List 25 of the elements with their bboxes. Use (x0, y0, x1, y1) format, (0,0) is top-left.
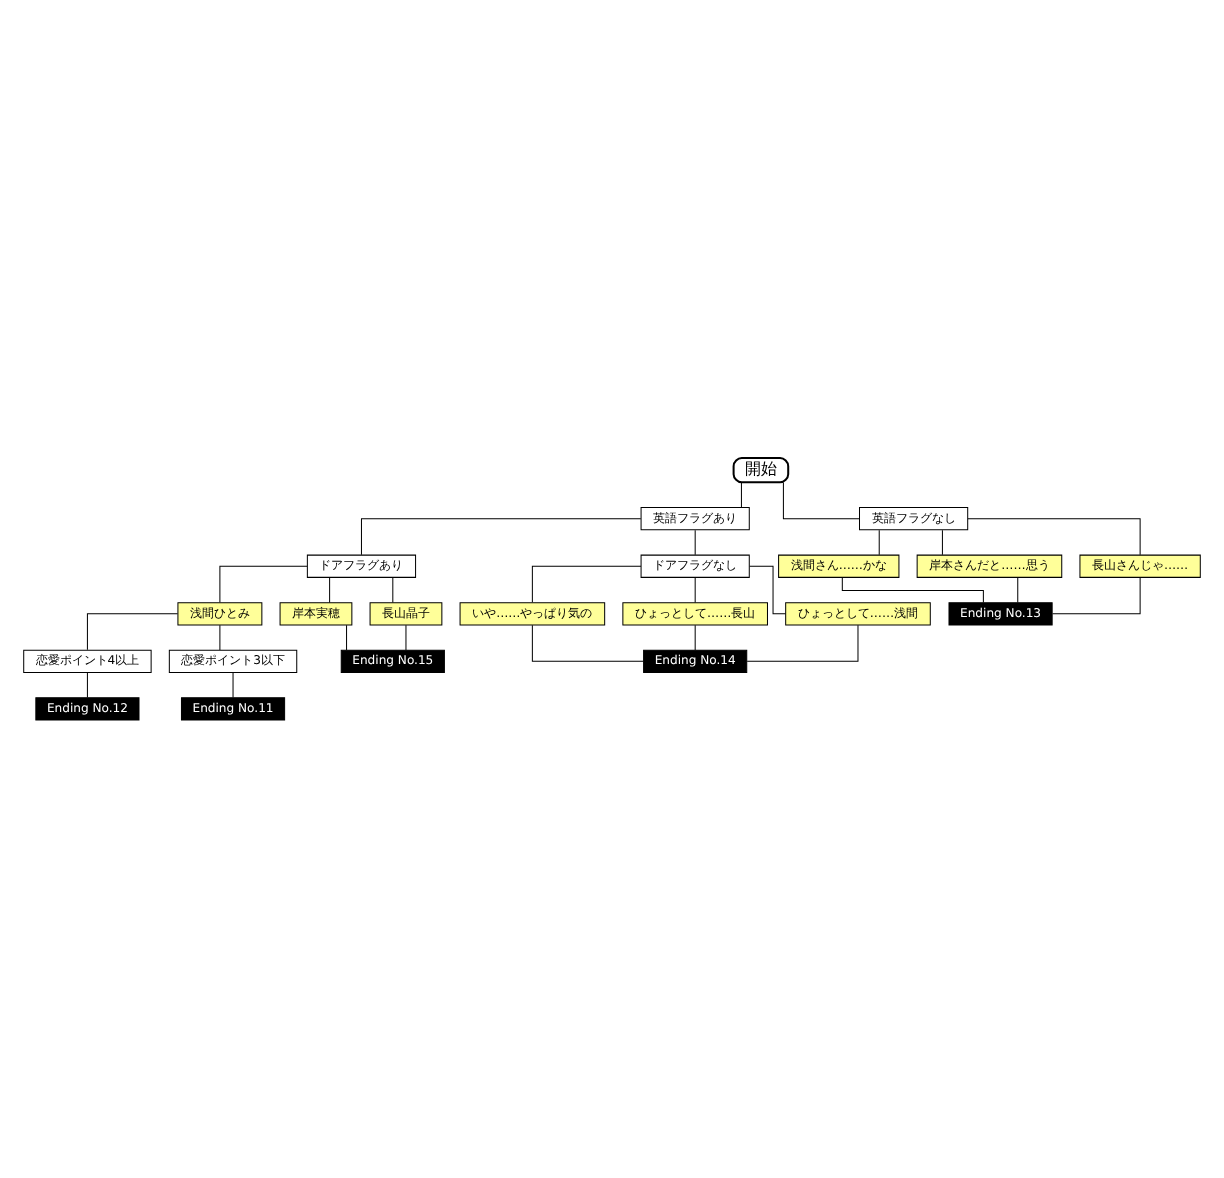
connector (746, 624, 859, 662)
connector (531, 565, 642, 603)
connector (531, 624, 644, 662)
connector (1052, 577, 1141, 615)
connector (219, 624, 221, 651)
connector (86, 672, 88, 698)
connector (232, 672, 234, 698)
connector (782, 481, 860, 520)
connector (86, 613, 179, 651)
connector (392, 577, 394, 603)
connector (694, 624, 696, 651)
node-box: 開始 (732, 457, 790, 484)
connector (219, 565, 308, 603)
connector (405, 624, 407, 651)
connector (967, 518, 1141, 556)
connector (740, 481, 742, 508)
connector (346, 624, 348, 651)
connector (360, 518, 642, 556)
connector (694, 577, 696, 603)
connector (878, 529, 880, 556)
connector (941, 529, 943, 556)
connector (1017, 577, 1019, 603)
connector (841, 577, 984, 603)
connector (329, 577, 331, 603)
connector (694, 529, 696, 556)
